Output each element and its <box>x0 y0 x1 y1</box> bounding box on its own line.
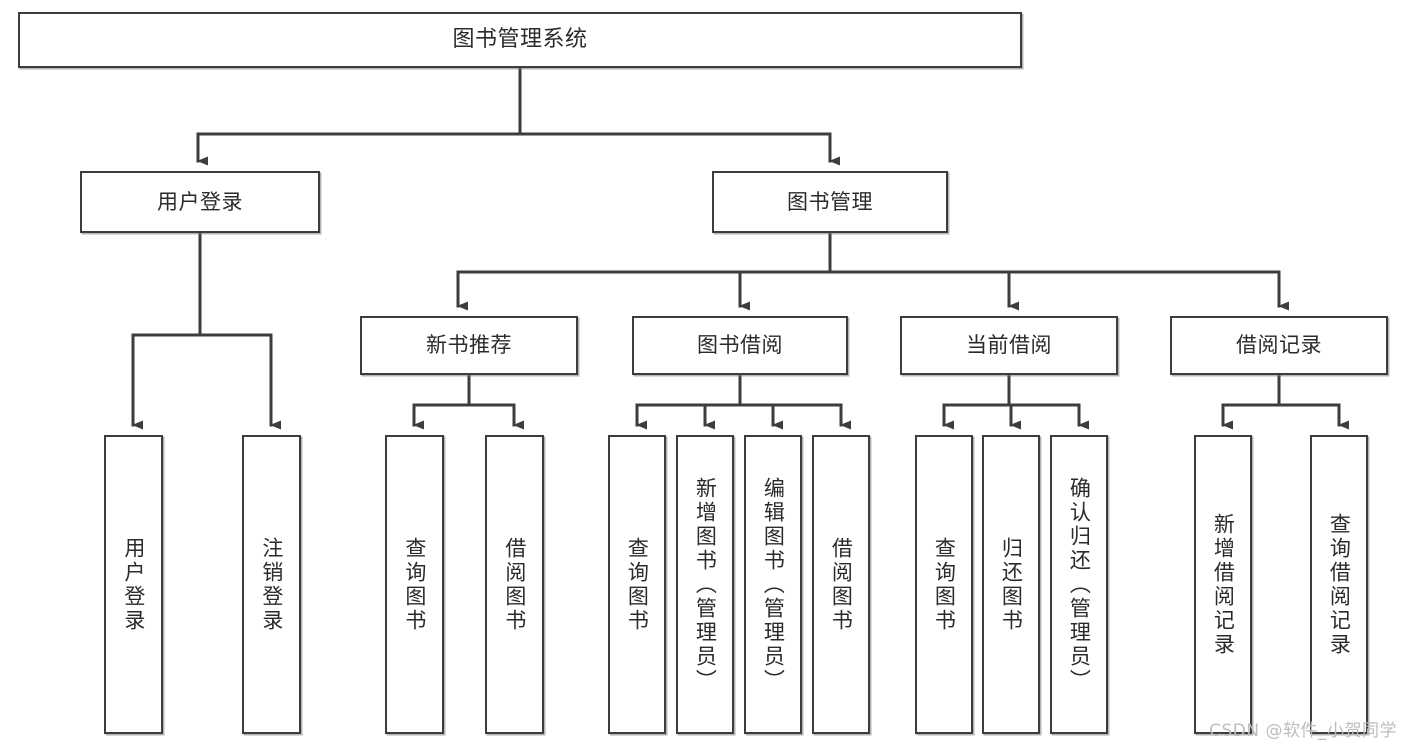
node-book-manage[interactable]: 图书管理 <box>712 171 948 233</box>
leaf-query-book-1[interactable]: 查询图书 <box>385 435 444 734</box>
leaf-query-record[interactable]: 查询借阅记录 <box>1310 435 1368 734</box>
leaf-borrow-book-2[interactable]: 借阅图书 <box>812 435 870 734</box>
node-root[interactable]: 图书管理系统 <box>18 12 1022 68</box>
leaf-confirm-return[interactable]: 确认归还（管理员） <box>1050 435 1108 734</box>
node-root-label: 图书管理系统 <box>452 27 588 53</box>
leaf-borrow-book-1[interactable]: 借阅图书 <box>485 435 544 734</box>
leaf-query-book-2-label: 查询图书 <box>625 536 650 633</box>
leaf-user-login[interactable]: 用户登录 <box>104 435 163 734</box>
node-book-borrow[interactable]: 图书借阅 <box>632 316 848 375</box>
node-book-manage-label: 图书管理 <box>787 189 873 214</box>
leaf-add-record-label: 新增借阅记录 <box>1211 512 1236 657</box>
leaf-borrow-book-1-label: 借阅图书 <box>502 536 527 633</box>
leaf-logout-login-label: 注销登录 <box>259 536 284 633</box>
leaf-query-book-3-label: 查询图书 <box>932 536 957 633</box>
node-user-login[interactable]: 用户登录 <box>80 171 320 233</box>
node-current-borrow[interactable]: 当前借阅 <box>900 316 1118 375</box>
leaf-edit-book-label: 编辑图书（管理员） <box>761 476 786 693</box>
leaf-edit-book[interactable]: 编辑图书（管理员） <box>744 435 802 734</box>
leaf-add-book-label: 新增图书（管理员） <box>693 476 718 693</box>
leaf-add-record[interactable]: 新增借阅记录 <box>1194 435 1252 734</box>
leaf-add-book[interactable]: 新增图书（管理员） <box>676 435 734 734</box>
node-current-borrow-label: 当前借阅 <box>966 333 1052 358</box>
leaf-query-book-1-label: 查询图书 <box>402 536 427 633</box>
leaf-query-book-2[interactable]: 查询图书 <box>608 435 666 734</box>
leaf-return-book-label: 归还图书 <box>999 536 1024 633</box>
leaf-query-record-label: 查询借阅记录 <box>1327 512 1352 657</box>
watermark: CSDN @软件_小贺同学 <box>1209 721 1397 741</box>
node-borrow-record[interactable]: 借阅记录 <box>1170 316 1388 375</box>
leaf-confirm-return-label: 确认归还（管理员） <box>1067 476 1092 693</box>
node-new-book-recommend-label: 新书推荐 <box>426 333 512 358</box>
leaf-query-book-3[interactable]: 查询图书 <box>915 435 973 734</box>
leaf-borrow-book-2-label: 借阅图书 <box>829 536 854 633</box>
node-borrow-record-label: 借阅记录 <box>1236 333 1322 358</box>
leaf-user-login-label: 用户登录 <box>121 536 146 633</box>
leaf-logout-login[interactable]: 注销登录 <box>242 435 301 734</box>
leaf-return-book[interactable]: 归还图书 <box>982 435 1040 734</box>
node-book-borrow-label: 图书借阅 <box>697 333 783 358</box>
node-new-book-recommend[interactable]: 新书推荐 <box>360 316 578 375</box>
node-user-login-label: 用户登录 <box>157 189 243 214</box>
